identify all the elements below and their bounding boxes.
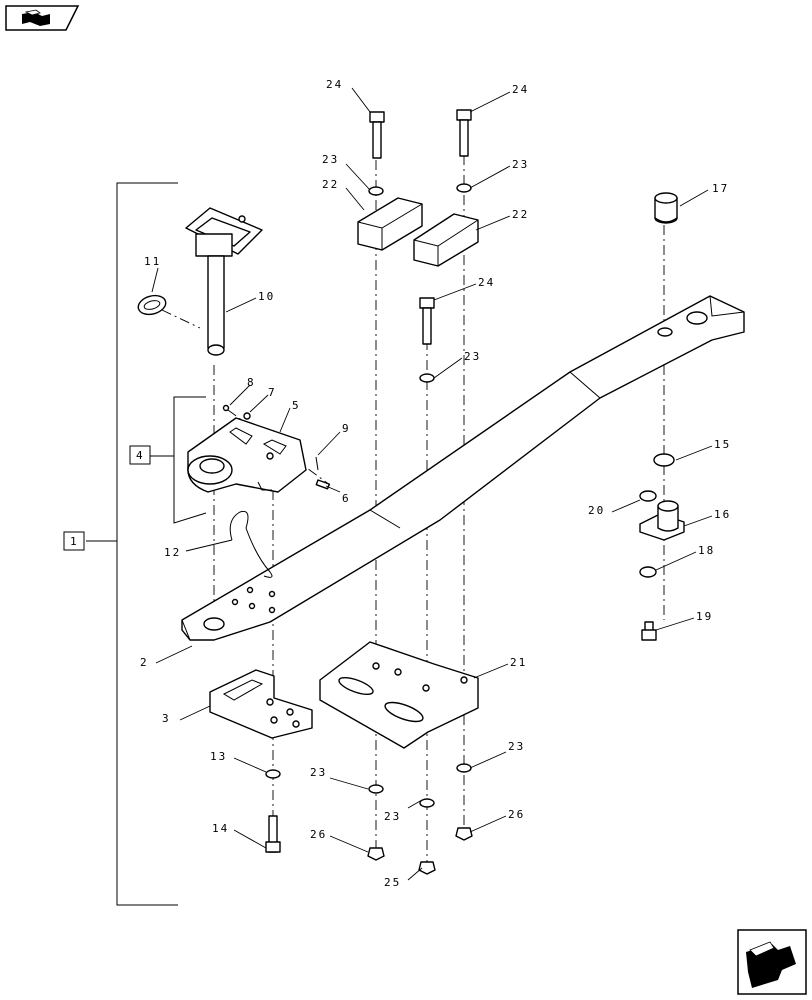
pin-plate-part-16 <box>639 500 685 541</box>
callout-23-e: 23 <box>384 810 401 823</box>
drawbar-part-2 <box>181 295 745 641</box>
callout-5: 5 <box>292 399 301 412</box>
callout-11: 11 <box>144 255 161 268</box>
leader-lines <box>151 87 713 881</box>
callout-24-b: 24 <box>512 83 529 96</box>
hitch-pin-part-10 <box>185 207 263 356</box>
callout-9: 9 <box>342 422 351 435</box>
callout-25: 25 <box>384 876 401 889</box>
bolt-part-14 <box>265 815 281 853</box>
callout-18: 18 <box>698 544 715 557</box>
back-page-arrow-icon[interactable] <box>5 5 80 31</box>
plate-part-21 <box>319 641 479 749</box>
spacer-block-part-22-left <box>357 197 423 251</box>
callout-13: 13 <box>210 750 227 763</box>
callout-24-c: 24 <box>478 276 495 289</box>
callout-26-a: 26 <box>310 828 327 841</box>
callout-16: 16 <box>714 508 731 521</box>
spacer-block-part-22-right <box>413 213 479 267</box>
nuts <box>367 827 473 875</box>
assembly-bracket-1: 1 <box>63 182 178 906</box>
callout-6: 6 <box>342 492 351 505</box>
callout-23-b: 23 <box>512 158 529 171</box>
callout-12: 12 <box>164 546 181 559</box>
callout-17: 17 <box>712 182 729 195</box>
assembly-bracket-4: 4 <box>129 396 207 524</box>
linch-pin-part-11 <box>137 294 167 316</box>
bolt-part-24-a <box>369 111 385 159</box>
next-page-arrow-icon[interactable] <box>737 929 807 995</box>
callout-23-d: 23 <box>310 766 327 779</box>
callout-labels: 24 24 23 23 22 22 24 23 17 11 10 8 7 5 9… <box>140 78 731 889</box>
bushing-part-17 <box>654 192 678 224</box>
bolt-part-24-b <box>456 109 472 157</box>
bolt-part-24-c <box>419 297 435 345</box>
hitch-jaw-part-5 <box>187 417 307 493</box>
callout-3: 3 <box>162 712 171 725</box>
callout-19: 19 <box>696 610 713 623</box>
callout-1: 1 <box>70 535 79 548</box>
callout-23-a: 23 <box>322 153 339 166</box>
callout-10: 10 <box>258 290 275 303</box>
callout-21: 21 <box>510 656 527 669</box>
callout-22-b: 22 <box>512 208 529 221</box>
callout-26-b: 26 <box>508 808 525 821</box>
washers <box>265 183 675 808</box>
callout-15: 15 <box>714 438 731 451</box>
plate-part-3 <box>209 669 313 739</box>
callout-23-c: 23 <box>464 350 481 363</box>
wire-clip-part-12 <box>229 510 273 578</box>
callout-24-a: 24 <box>326 78 343 91</box>
callout-7: 7 <box>268 386 277 399</box>
callout-20: 20 <box>588 504 605 517</box>
callout-14: 14 <box>212 822 229 835</box>
callout-23-f: 23 <box>508 740 525 753</box>
callout-8: 8 <box>247 376 256 389</box>
bolt-part-19 <box>641 621 657 641</box>
callout-2: 2 <box>140 656 149 669</box>
spring-pins <box>222 404 330 490</box>
callout-4: 4 <box>136 449 145 462</box>
callout-22-a: 22 <box>322 178 339 191</box>
